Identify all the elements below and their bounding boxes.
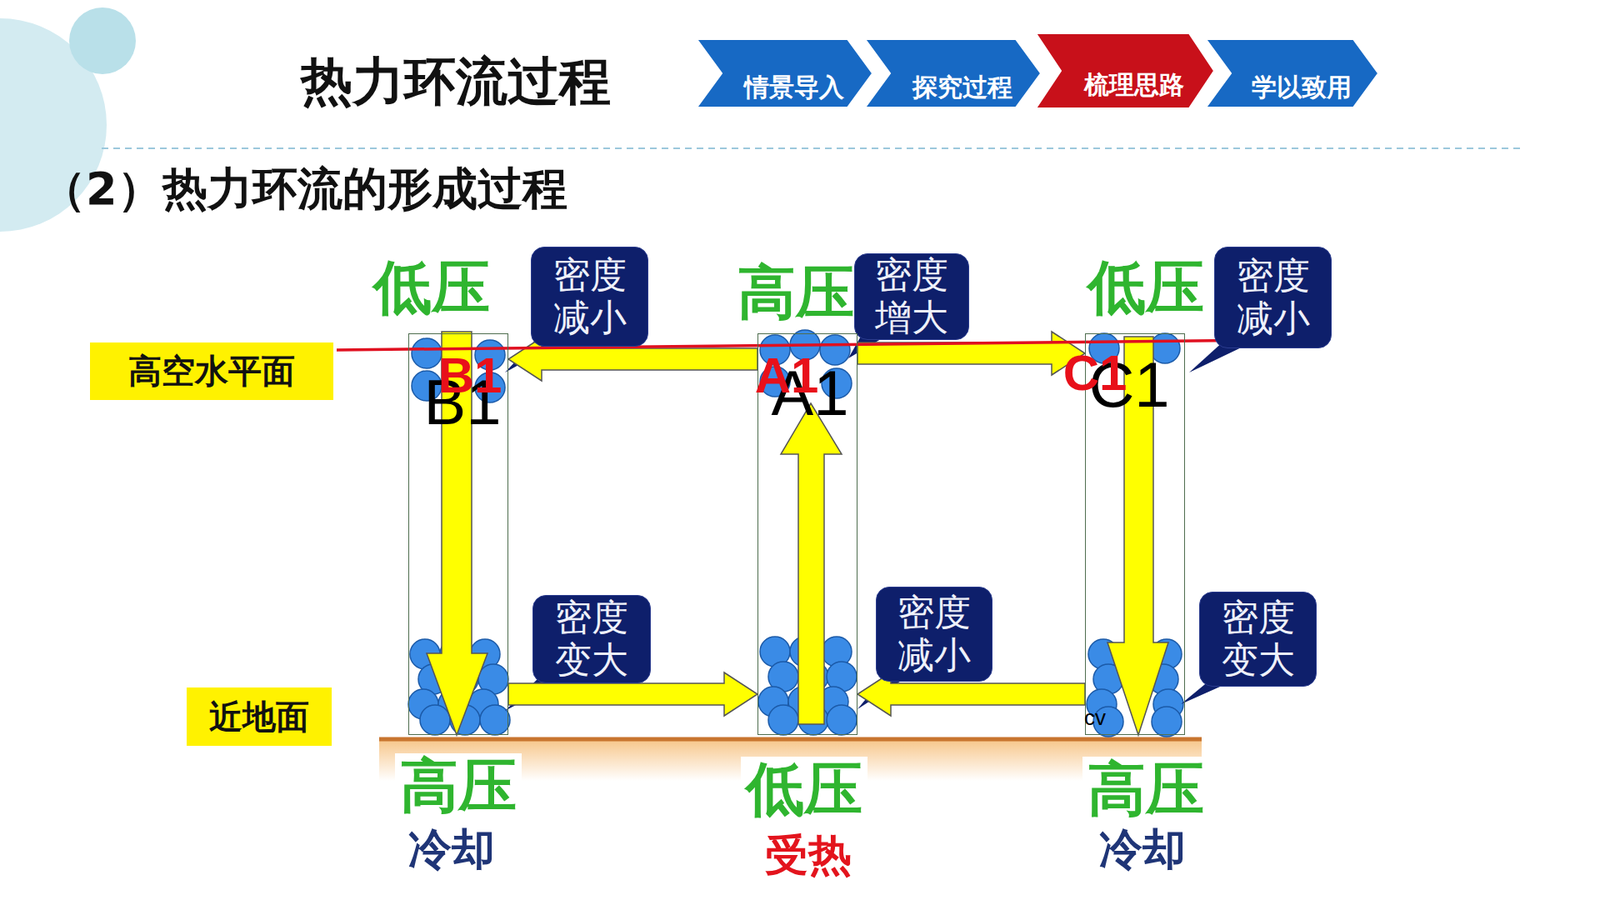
density-callout: 密度减小 (875, 586, 993, 682)
vertical-air-flow (426, 331, 1169, 735)
nav-step-text: 梳理思路 (1084, 68, 1185, 103)
density-callout-text: 密度减小 (1231, 255, 1315, 340)
density-callout: 密度增大 (854, 253, 970, 340)
density-callout: 密度变大 (532, 595, 651, 684)
air-particles (408, 330, 1184, 737)
point-label: B1 (438, 350, 503, 401)
density-callout-text: 密度减小 (548, 254, 632, 339)
temperature-label: 冷却 (408, 827, 495, 871)
density-callout-text: 密度减小 (892, 591, 976, 676)
ground-line (379, 737, 1202, 742)
nav-step-outline (1205, 39, 1379, 108)
density-callout: 密度减小 (1214, 246, 1332, 349)
point-label: A1 (755, 350, 820, 401)
high-altitude-level-line (336, 340, 1276, 350)
nav-step: 学以致用 (1205, 39, 1379, 108)
point-label: C1 (1063, 348, 1128, 399)
level-tag: 近地面 (186, 687, 332, 746)
decor-circle (69, 7, 136, 75)
air-column: A1A1 (757, 333, 858, 735)
nav-step: 探究过程 (865, 39, 1041, 108)
air-column: C1C1cv (1085, 333, 1185, 735)
header-divider (101, 147, 1525, 150)
density-callout: 密度减小 (530, 246, 649, 347)
density-callout-text: 密度变大 (550, 596, 634, 681)
point-label: cv (1084, 706, 1106, 729)
pressure-label: 低压 (373, 258, 490, 317)
nav-step: 梳理思路 (1035, 33, 1215, 109)
density-callout-text: 密度增大 (870, 254, 954, 339)
nav-step: 情景导入 (696, 39, 873, 108)
callout-tails (505, 333, 1250, 711)
nav-step-text: 学以致用 (1251, 70, 1352, 105)
air-column: B1B1 (408, 333, 509, 735)
temperature-label: 冷却 (1099, 827, 1186, 871)
section-heading: （2）热力环流的形成过程 (40, 166, 568, 212)
slide-title: 热力环流过程 (300, 55, 611, 108)
level-tag: 高空水平面 (90, 342, 334, 400)
nav-step-outline (865, 39, 1041, 108)
pressure-label: 高压 (395, 753, 522, 819)
nav-step-outline (696, 39, 873, 108)
pressure-label: 高压 (1082, 756, 1210, 822)
pressure-label: 低压 (740, 756, 868, 822)
nav-step-text: 情景导入 (744, 70, 845, 105)
nav-step-outline (1035, 33, 1215, 109)
level-tag-text: 近地面 (209, 694, 310, 740)
density-callout: 密度变大 (1199, 591, 1317, 687)
level-tag-text: 高空水平面 (128, 348, 295, 395)
pressure-label: 高压 (737, 263, 855, 322)
temperature-label: 受热 (765, 833, 852, 877)
nav-step-text: 探究过程 (912, 70, 1013, 105)
pressure-label: 低压 (1087, 258, 1205, 317)
density-callout-text: 密度变大 (1216, 596, 1300, 681)
